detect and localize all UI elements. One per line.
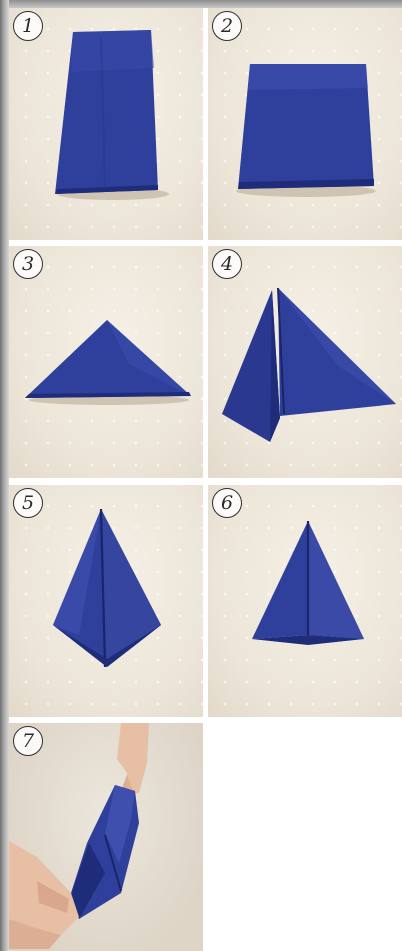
step-5-number: 5 xyxy=(13,488,43,518)
step-4-number: 4 xyxy=(212,249,242,279)
step-7-number: 7 xyxy=(13,726,43,756)
top-border xyxy=(0,0,402,8)
step-6-number: 6 xyxy=(212,488,242,518)
step-3-panel: 3 xyxy=(9,246,203,478)
folded-napkin-square xyxy=(208,8,402,240)
napkin-small-triangle xyxy=(208,485,402,717)
napkin-kite-fold xyxy=(9,485,203,717)
step-1-panel: 1 xyxy=(9,8,203,240)
step-2-panel: 2 xyxy=(208,8,402,240)
step-5-panel: 5 xyxy=(9,485,203,717)
step-4-panel: 4 xyxy=(208,246,402,478)
left-border xyxy=(0,0,9,951)
napkin-corner-folded xyxy=(208,246,402,478)
folded-napkin-triangle xyxy=(9,246,203,478)
step-3-number: 3 xyxy=(13,249,43,279)
step-1-number: 1 xyxy=(13,11,43,41)
step-6-panel: 6 xyxy=(208,485,402,717)
step-7-panel: 7 xyxy=(9,723,203,951)
step-2-number: 2 xyxy=(212,11,242,41)
hands-shaping-napkin xyxy=(9,723,203,951)
folded-napkin-rectangle xyxy=(9,8,203,240)
